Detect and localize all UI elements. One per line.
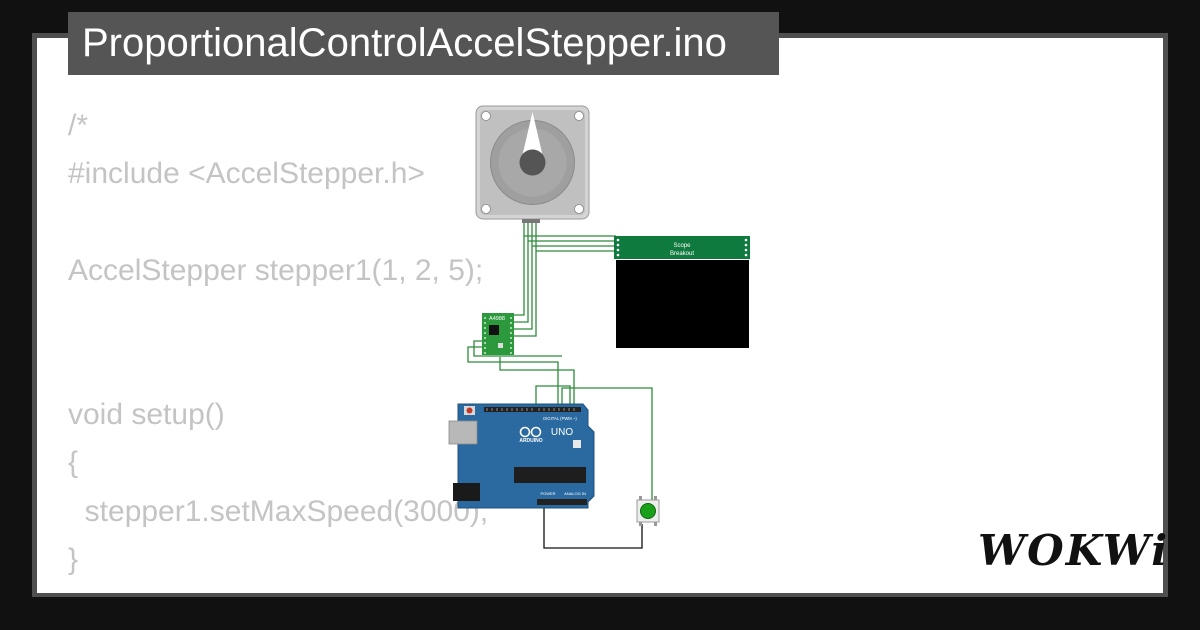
project-card[interactable]: /* #include <AccelStepper.h> AccelStepper … [37, 38, 1163, 593]
code-line: void setup() [68, 398, 225, 432]
project-title[interactable]: ProportionalControlAccelStepper.ino [68, 12, 779, 75]
code-line: } [68, 542, 79, 576]
code-line: { [68, 446, 79, 480]
code-preview: /* #include <AccelStepper.h> AccelStepper … [68, 102, 488, 593]
code-line [68, 343, 488, 391]
code-line: AccelStepper stepper1(1, 2, 5); [68, 253, 484, 287]
code-line: #include <AccelStepper.h> [68, 157, 425, 191]
code-line: /* [68, 109, 89, 142]
code-line: stepper1.setMaxSpeed(3000); [68, 494, 489, 528]
code-line: void loop() [68, 584, 488, 593]
code-line [68, 198, 488, 246]
wokwi-logo: WOKWi [978, 526, 1170, 575]
code-line [68, 295, 488, 343]
